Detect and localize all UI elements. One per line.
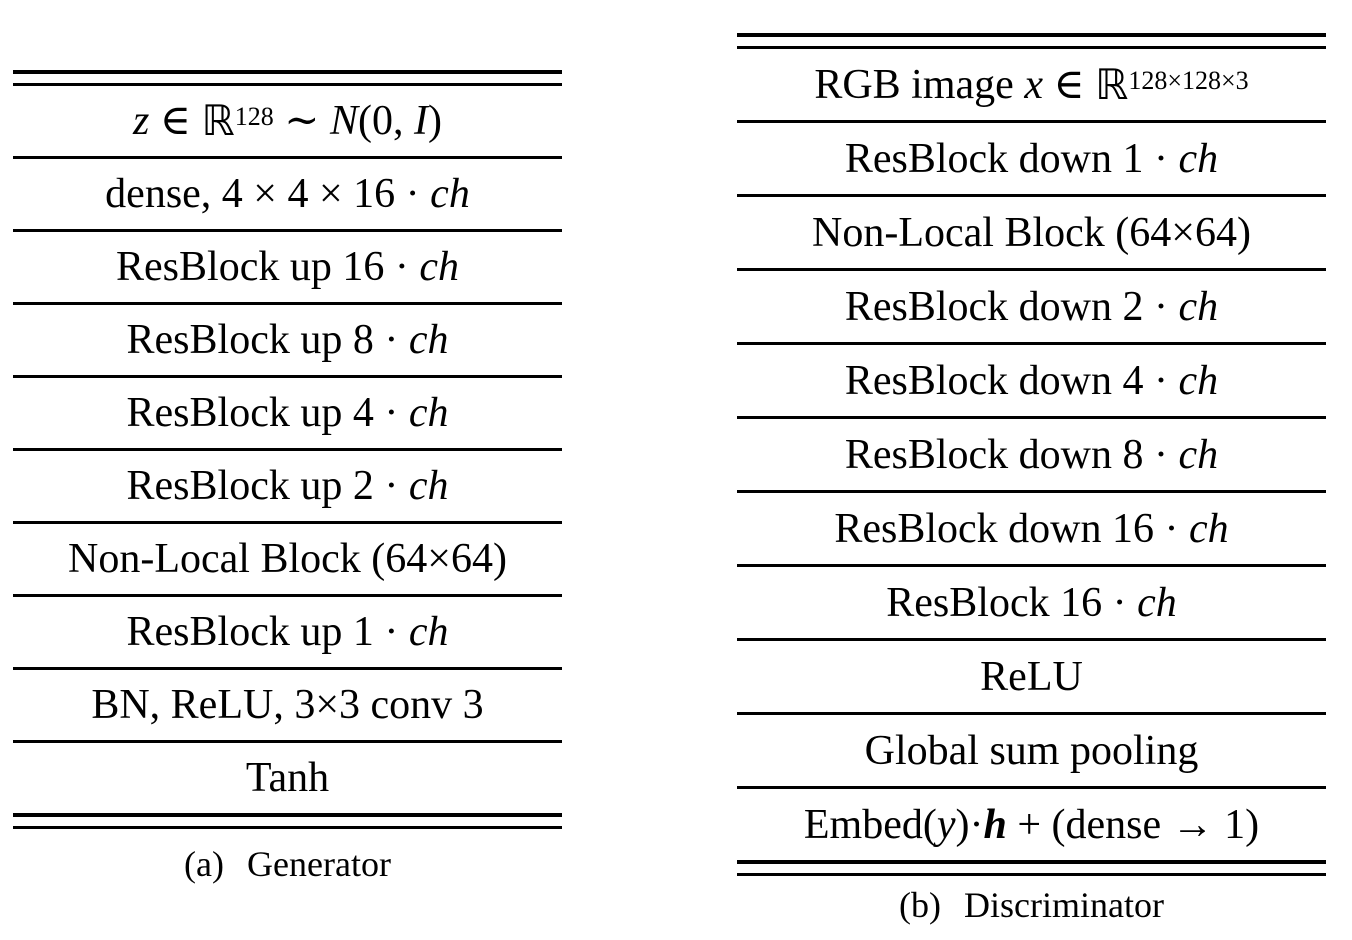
row-text-segment: y [936,801,956,848]
table-row: ResBlock up 4 · ch [13,378,562,451]
table-top-rule [737,33,1326,49]
table-row: Non-Local Block (64×64) [737,197,1326,271]
row-text-segment: ResBlock up 16 · [116,244,420,290]
row-text-segment: ∈ [149,98,202,144]
row-text-segment: ResBlock 16 · [886,579,1138,626]
row-text-segment: ResBlock down 2 · [844,283,1179,330]
row-text-segment: ch [1137,579,1177,626]
table-row: ResBlock down 2 · ch [737,271,1326,345]
discriminator-caption: (b) Discriminator [737,884,1326,926]
row-text-segment: h [983,801,1007,848]
caption-tag: (a) [184,844,225,884]
caption-tag: (b) [899,885,942,925]
row-text-segment: Embed( [803,801,937,848]
row-text-segment: ch [408,317,449,363]
row-text-segment: ResBlock up 1 · [126,609,409,655]
table-row: ResBlock down 8 · ch [737,419,1326,493]
row-text-segment: )· [955,801,984,848]
table-row: ResBlock up 8 · ch [13,305,562,378]
row-text-segment: ResBlock up 4 · [126,390,409,436]
row-text-segment: ch [408,390,449,436]
table-row: Global sum pooling [737,715,1326,789]
table-row: ResBlock up 16 · ch [13,232,562,305]
row-text-segment: ∼ [273,98,330,144]
row-text-segment: I [413,98,428,144]
row-text-segment: (0, [357,98,414,144]
row-text-segment: ch [1178,283,1219,330]
table-row: dense, 4 × 4 × 16 · ch [13,159,562,232]
row-text-segment: ResBlock up 8 · [126,317,409,363]
row-text-segment: ResBlock down 16 · [834,505,1189,552]
row-text-segment: ch [430,171,470,217]
row-text-segment: ) [427,98,442,144]
row-text-segment: Non-Local Block (64×64) [68,536,507,582]
row-text-segment: z [133,98,150,144]
row-text-segment: N [329,98,358,144]
caption-label: Generator [247,844,391,884]
table-row: ResBlock down 1 · ch [737,123,1326,197]
row-text-segment: Tanh [245,755,330,801]
row-text-segment: ℝ [201,96,235,145]
table-row: BN, ReLU, 3×3 conv 3 [13,670,562,743]
row-text-segment: BN, ReLU, 3×3 conv 3 [91,682,484,728]
table-row: ReLU [737,641,1326,715]
row-text-segment: ResBlock down 1 · [844,135,1179,182]
row-text-segment: ch [419,244,459,290]
table-row: ResBlock down 16 · ch [737,493,1326,567]
table-row: ResBlock down 4 · ch [737,345,1326,419]
row-text-segment: ch [1178,135,1219,182]
table-row: Tanh [13,743,562,813]
row-text-segment: + (dense → 1) [1006,801,1260,848]
row-text-segment: ReLU [980,653,1083,700]
row-text-segment: ch [1178,357,1219,404]
table-row: Embed(y)·h + (dense → 1) [737,789,1326,860]
row-text-segment: ch [408,609,449,655]
row-text-segment: Global sum pooling [864,727,1199,774]
table-row: ResBlock up 2 · ch [13,451,562,524]
table-bottom-rule [13,813,562,829]
table-top-rule [13,70,562,86]
row-text-segment: ResBlock down 8 · [844,431,1179,478]
table-row: ResBlock 16 · ch [737,567,1326,641]
row-text-segment: ResBlock down 4 · [844,357,1179,404]
table-row: ResBlock up 1 · ch [13,597,562,670]
row-text-segment: Non-Local Block (64×64) [812,209,1251,256]
row-text-segment: ch [408,463,449,509]
row-text-segment: ch [1178,431,1219,478]
table-row: Non-Local Block (64×64) [13,524,562,597]
row-text-segment: ch [1189,505,1229,552]
generator-caption: (a) Generator [13,843,562,885]
row-text-segment: ResBlock up 2 · [126,463,409,509]
row-text-segment: dense, 4 × 4 × 16 · [105,171,431,217]
row-text-segment: ∈ [1042,61,1096,108]
table-bottom-rule [737,860,1326,876]
row-text-segment: ℝ [1095,59,1129,109]
caption-label: Discriminator [964,885,1164,925]
row-text-segment: x [1024,61,1043,108]
row-text-segment: RGB image [814,61,1025,108]
